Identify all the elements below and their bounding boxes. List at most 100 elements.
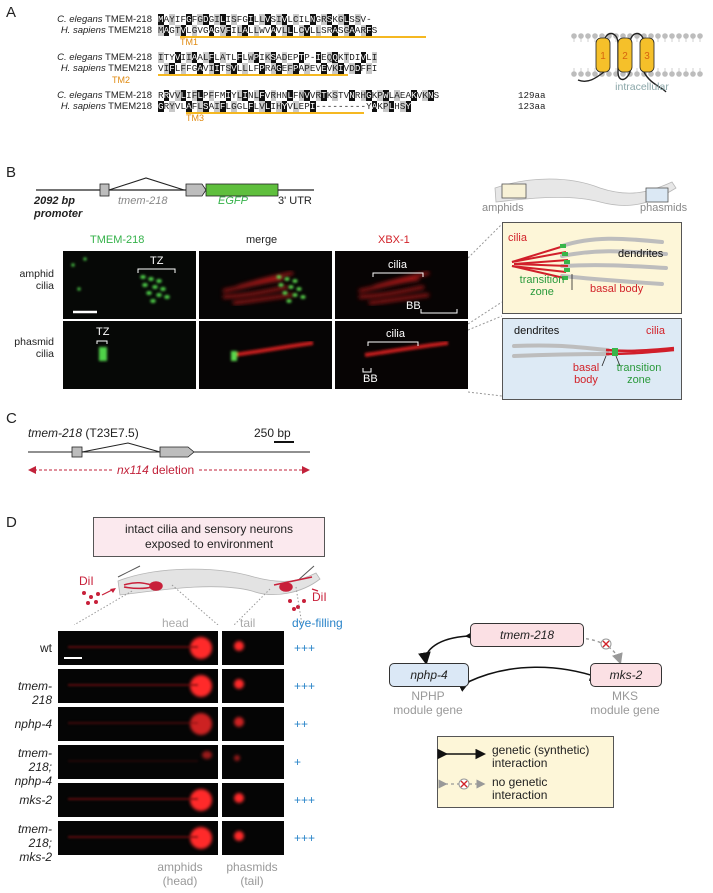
nphp-module-label: NPHP module gene — [393, 689, 463, 717]
panel-c-scale-label: 250 bp — [254, 426, 291, 440]
helix-3 — [639, 37, 655, 73]
tail-dye-image — [222, 669, 284, 703]
img-phasmid-merge — [199, 321, 332, 389]
egfp-box — [205, 183, 279, 197]
col-tmem-218: TMEM-218 — [90, 234, 145, 246]
head-dye-image — [58, 783, 218, 817]
sequence-row: ITYVIIAALFLATLFLWPIKSADEPTP-IEQQKTDIVLI — [158, 52, 378, 63]
dye-score: + — [294, 755, 302, 769]
sequence-row: GRYVLAFLSAIFLGGLFLVLIHYVLEPI---------YAK… — [158, 101, 412, 112]
helix-2-label: 2 — [622, 51, 628, 62]
cilia-label-amphid: cilia — [388, 259, 407, 271]
scale-bar-d — [64, 657, 82, 659]
node-mks-2-label: mks-2 — [609, 668, 643, 682]
worm-dye-diagram — [74, 565, 321, 625]
col-dye-filling: dye-filling — [292, 616, 343, 630]
sequence-alignment: C. elegans TMEM-218 MAYIFGFGDGILISFGILLVS… — [18, 10, 578, 150]
helix-2 — [617, 37, 633, 73]
intracellular-label: intracellular — [615, 81, 669, 93]
tm-segment-label: TM1 — [180, 37, 198, 47]
row-amphid-cilia: amphid cilia — [19, 268, 54, 292]
panel-c-gene: tmem-218 (T23E7.5) — [28, 426, 139, 440]
sequence-length: 129aa — [518, 90, 546, 101]
amphid-dendrites-label: dendrites — [618, 248, 664, 260]
node-mks-2: mks-2 — [590, 663, 662, 687]
sequence-row: RRVVLIFLPFFMIYLINLFVRHNLFNVVRTKSTVNRHGKP… — [158, 90, 440, 101]
head-dye-image — [58, 669, 218, 703]
tm-segment-line — [180, 36, 426, 38]
col-xbx-1: XBX-1 — [378, 234, 410, 246]
dye-score: ++ — [294, 717, 309, 731]
tail-dye-image — [222, 821, 284, 855]
utr-label: 3' UTR — [278, 195, 312, 207]
amphid-bb-label: basal body — [590, 283, 644, 295]
tz-label-phasmid: TZ — [96, 326, 110, 338]
phasmid-bb-label: basal body — [572, 362, 600, 386]
node-tmem-218-label: tmem-218 — [499, 628, 555, 642]
interaction-network — [418, 628, 623, 692]
bb-label-phasmid: BB — [363, 373, 378, 385]
lipid-bilayer — [571, 33, 703, 77]
sequence-row: MAGTVLGVGAGVFILALLWVAVLLLCVLLSRASGAARFS — [158, 25, 378, 36]
connector-lines-b — [468, 223, 503, 397]
amphid-tz-label: transition zone — [519, 274, 565, 298]
interaction-legend — [437, 736, 614, 808]
phasmid-schematic — [502, 318, 682, 400]
head-dye-image — [58, 821, 218, 855]
amphid-box — [501, 183, 527, 199]
intron — [108, 177, 185, 191]
img-phasmid-tmem — [63, 321, 196, 389]
tmem-218-egfp-construct — [36, 177, 314, 197]
phasmid-box — [645, 187, 669, 203]
amphids-label-b: amphids — [482, 202, 524, 214]
tm-segment-line — [158, 74, 348, 76]
img-amphid-tmem — [63, 251, 196, 319]
micrograph-grid — [63, 251, 468, 389]
tz-label-amphid: TZ — [150, 255, 164, 267]
row-phasmid-cilia: phasmid cilia — [14, 336, 54, 360]
panel-label-a: A — [6, 4, 17, 21]
panel-label-d: D — [6, 514, 17, 531]
legend-genetic: genetic (synthetic) interaction — [492, 743, 590, 770]
callout-text: intact cilia and sensory neurons exposed… — [124, 522, 294, 551]
species-label: C. elegans TMEM-218 — [57, 52, 152, 63]
worm-outline-b — [494, 178, 677, 206]
egfp-label: EGFP — [218, 195, 248, 207]
dye-score: +++ — [294, 793, 316, 807]
bb-label-amphid: BB — [406, 300, 421, 312]
panel-label-b: B — [6, 164, 17, 181]
head-dye-image — [58, 631, 218, 665]
dye-score: +++ — [294, 679, 316, 693]
head-dye-image — [58, 707, 218, 741]
strain-label: mks-2 — [19, 793, 52, 807]
footer-amphids: amphids (head) — [157, 860, 203, 888]
col-tail: tail — [240, 616, 256, 630]
img-amphid-xbx — [335, 251, 468, 319]
exon-2 — [185, 183, 207, 197]
node-nphp-4: nphp-4 — [389, 663, 469, 687]
amphid-cilia-label: cilia — [508, 232, 527, 244]
footer-phasmids: phasmids (tail) — [226, 860, 278, 888]
img-phasmid-xbx — [335, 321, 468, 389]
dil-label-left: DiI — [79, 574, 94, 588]
tail-dye-image — [222, 783, 284, 817]
tail-dye-image — [222, 707, 284, 741]
membrane-topology-diagram: 1 2 3 intracellular — [571, 32, 703, 93]
cilia-label-phasmid: cilia — [386, 328, 405, 340]
phasmid-dendrites-label: dendrites — [514, 325, 560, 337]
phasmids-label-b: phasmids — [640, 202, 688, 214]
helix-1 — [595, 37, 611, 73]
tail-dye-image — [222, 745, 284, 779]
legend-none: no genetic interaction — [492, 775, 548, 802]
sequence-row: MAYIFGFGDGILISFGILLVSIVLCILNGRSKGLSSV- — [158, 14, 372, 25]
col-merge: merge — [246, 234, 278, 246]
species-label: C. elegans TMEM-218 — [57, 14, 152, 25]
dye-score: +++ — [294, 831, 316, 845]
promoter-label: 2092 bp promoter — [34, 195, 83, 220]
strain-label: tmem-218; mks-2 — [18, 822, 52, 864]
phasmid-schematic-drawing — [512, 343, 675, 367]
mks-module-label: MKS module gene — [590, 689, 660, 717]
helix-1-label: 1 — [600, 51, 606, 62]
node-nphp-4-label: nphp-4 — [410, 668, 448, 682]
phasmid-cilia-label: cilia — [646, 325, 665, 337]
